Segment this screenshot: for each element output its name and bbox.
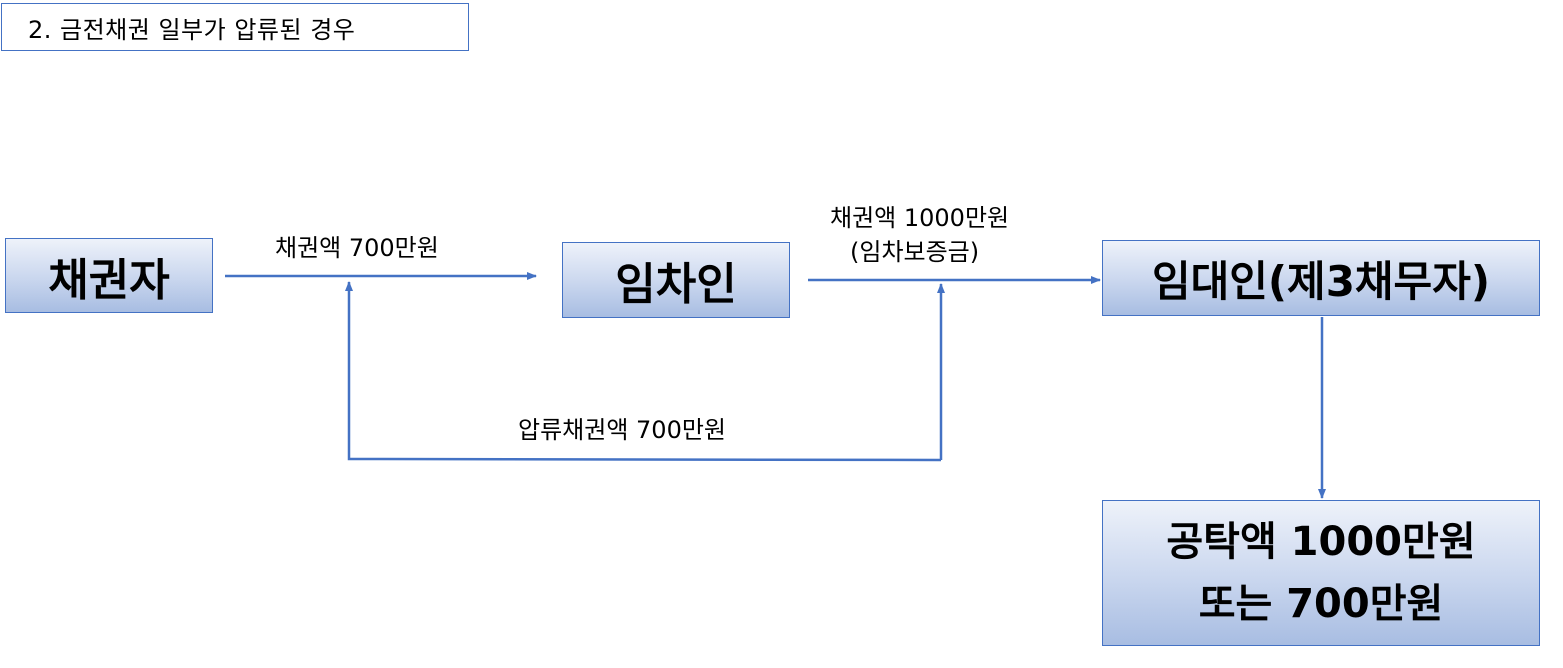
tenant-label: 임차인 bbox=[615, 259, 737, 310]
claim-amount-label: 채권액 700만원 bbox=[275, 234, 439, 262]
deposit-amount-line2: 또는 700만원 bbox=[1198, 581, 1444, 627]
creditor-label: 채권자 bbox=[48, 254, 170, 306]
lease-deposit-amount-label: 채권액 1000만원 bbox=[830, 204, 1010, 232]
landlord-label: 임대인(제3채무자) bbox=[1151, 256, 1491, 306]
landlord-node: 임대인(제3채무자) bbox=[1102, 240, 1540, 316]
deposit-amount-node: 공탁액 1000만원 또는 700만원 bbox=[1102, 500, 1540, 646]
seized-claim-label: 압류채권액 700만원 bbox=[518, 416, 726, 444]
creditor-node: 채권자 bbox=[5, 238, 213, 313]
lease-deposit-note-label: (임차보증금) bbox=[850, 238, 980, 266]
deposit-amount-line1: 공탁액 1000만원 bbox=[1166, 519, 1476, 565]
tenant-node: 임차인 bbox=[562, 242, 790, 318]
diagram-title: 2. 금전채권 일부가 압류된 경우 bbox=[1, 3, 469, 51]
